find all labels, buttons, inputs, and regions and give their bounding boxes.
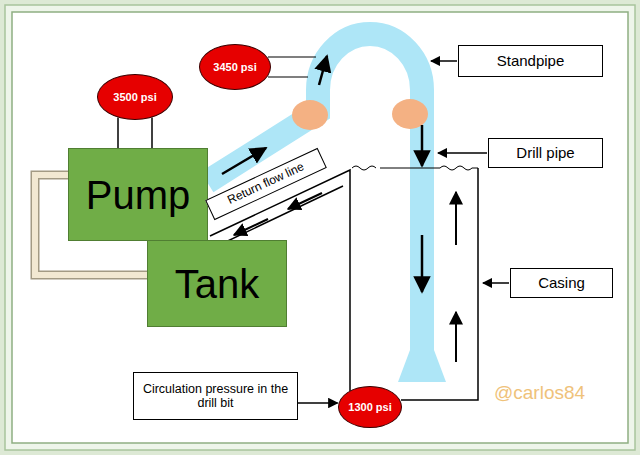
node-text: Circulation pressure in the drill bit bbox=[140, 382, 291, 411]
flow-arrow bbox=[421, 125, 424, 166]
gauge-line bbox=[268, 57, 316, 77]
node-text: Casing bbox=[538, 274, 585, 291]
node-text: Tank bbox=[175, 261, 260, 307]
line-tag: Return flow line bbox=[205, 148, 327, 220]
callout-box: Drill pipe bbox=[488, 138, 603, 168]
pressure-gauge: 1300 psi bbox=[338, 386, 402, 428]
frame-band bbox=[5, 5, 635, 450]
flow-arrow bbox=[455, 192, 457, 245]
callout-box: Casing bbox=[510, 268, 613, 298]
leader-arrow bbox=[431, 60, 457, 62]
connector bbox=[298, 403, 338, 404]
node-text: Drill pipe bbox=[516, 144, 574, 161]
watermark: @carlos84 bbox=[494, 382, 585, 404]
node-text: Standpipe bbox=[497, 52, 565, 69]
pressure-gauge: 3450 psi bbox=[199, 44, 271, 90]
drill-bit bbox=[398, 350, 446, 382]
node-text: 3450 psi bbox=[213, 61, 256, 74]
connector-line bbox=[298, 402, 338, 404]
frame-inner bbox=[12, 12, 628, 443]
node-text: Return flow line bbox=[226, 160, 307, 207]
pipe-joint bbox=[392, 99, 428, 129]
node-text: 1300 psi bbox=[348, 401, 391, 414]
node-text: Pump bbox=[86, 172, 191, 218]
casing-wall bbox=[401, 168, 478, 400]
equipment-box: Tank bbox=[147, 240, 287, 327]
callout-box: Standpipe bbox=[458, 45, 603, 77]
flow-arrow bbox=[421, 235, 424, 292]
flow-arrow bbox=[455, 312, 457, 362]
flow-arrow bbox=[234, 219, 268, 235]
pressure-gauge: 3500 psi bbox=[97, 74, 173, 120]
flow-arrow bbox=[288, 193, 322, 209]
leader-arrow bbox=[438, 152, 487, 154]
connector bbox=[118, 118, 152, 148]
pipe-joint bbox=[292, 100, 328, 130]
flow-arrow bbox=[319, 56, 327, 85]
callout-box: Circulation pressure in the drill bit bbox=[133, 372, 298, 420]
equipment-box: Pump bbox=[68, 148, 208, 241]
connector-line bbox=[151, 118, 153, 148]
connector-line bbox=[117, 118, 119, 148]
flow-arrow bbox=[222, 148, 266, 174]
node-text: 3500 psi bbox=[113, 91, 156, 104]
leader-arrow bbox=[483, 282, 509, 284]
mud-level bbox=[352, 166, 478, 170]
